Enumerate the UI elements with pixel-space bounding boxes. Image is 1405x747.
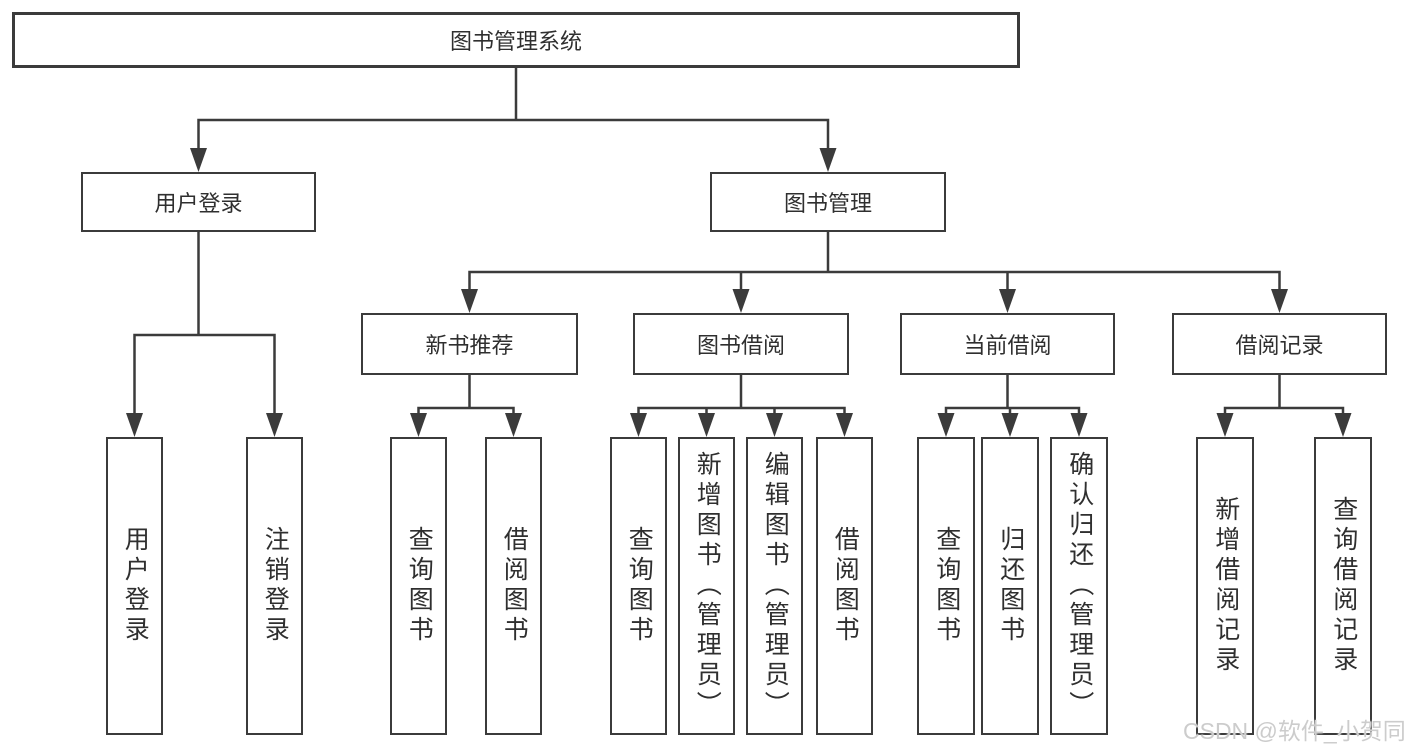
- leaf-label: 新增借阅记录: [1211, 496, 1240, 676]
- leaf-label: 确认归还（管理员）: [1065, 451, 1094, 721]
- node-user-login: 用户登录: [81, 172, 316, 232]
- leaf-label: 查询借阅记录: [1329, 496, 1358, 676]
- leaf-query-books-3: 查询图书: [917, 437, 975, 735]
- leaf-label: 查询图书: [625, 526, 654, 646]
- leaf-label: 借阅图书: [831, 526, 860, 646]
- leaf-query-books: 查询图书: [390, 437, 447, 735]
- leaf-label: 查询图书: [405, 526, 434, 646]
- leaf-label: 归还图书: [996, 526, 1025, 646]
- node-current-borrowing: 当前借阅: [900, 313, 1115, 375]
- csdn-watermark: CSDN @软件_小贺同学: [1183, 718, 1405, 744]
- leaf-label: 新增图书（管理员）: [693, 451, 722, 721]
- leaf-user-login: 用户登录: [106, 437, 163, 735]
- leaf-return-books: 归还图书: [981, 437, 1039, 735]
- node-new-book-recommend: 新书推荐: [361, 313, 578, 375]
- leaf-confirm-return-admin: 确认归还（管理员）: [1050, 437, 1108, 735]
- leaf-label: 注销登录: [261, 526, 290, 646]
- leaf-add-book-admin: 新增图书（管理员）: [678, 437, 735, 735]
- leaf-query-borrow-record: 查询借阅记录: [1314, 437, 1372, 735]
- node-book-management: 图书管理: [710, 172, 946, 232]
- leaf-label: 用户登录: [121, 526, 150, 646]
- node-root-system: 图书管理系统: [12, 12, 1020, 68]
- leaf-borrow-books: 借阅图书: [485, 437, 542, 735]
- node-borrowing-records: 借阅记录: [1172, 313, 1387, 375]
- leaf-label: 查询图书: [932, 526, 961, 646]
- leaf-label: 借阅图书: [500, 526, 529, 646]
- leaf-label: 编辑图书（管理员）: [761, 451, 790, 721]
- leaf-edit-book-admin: 编辑图书（管理员）: [746, 437, 803, 735]
- leaf-query-books-2: 查询图书: [610, 437, 667, 735]
- leaf-add-borrow-record: 新增借阅记录: [1196, 437, 1254, 735]
- node-book-borrowing: 图书借阅: [633, 313, 849, 375]
- leaf-logout: 注销登录: [246, 437, 303, 735]
- leaf-borrow-books-2: 借阅图书: [816, 437, 873, 735]
